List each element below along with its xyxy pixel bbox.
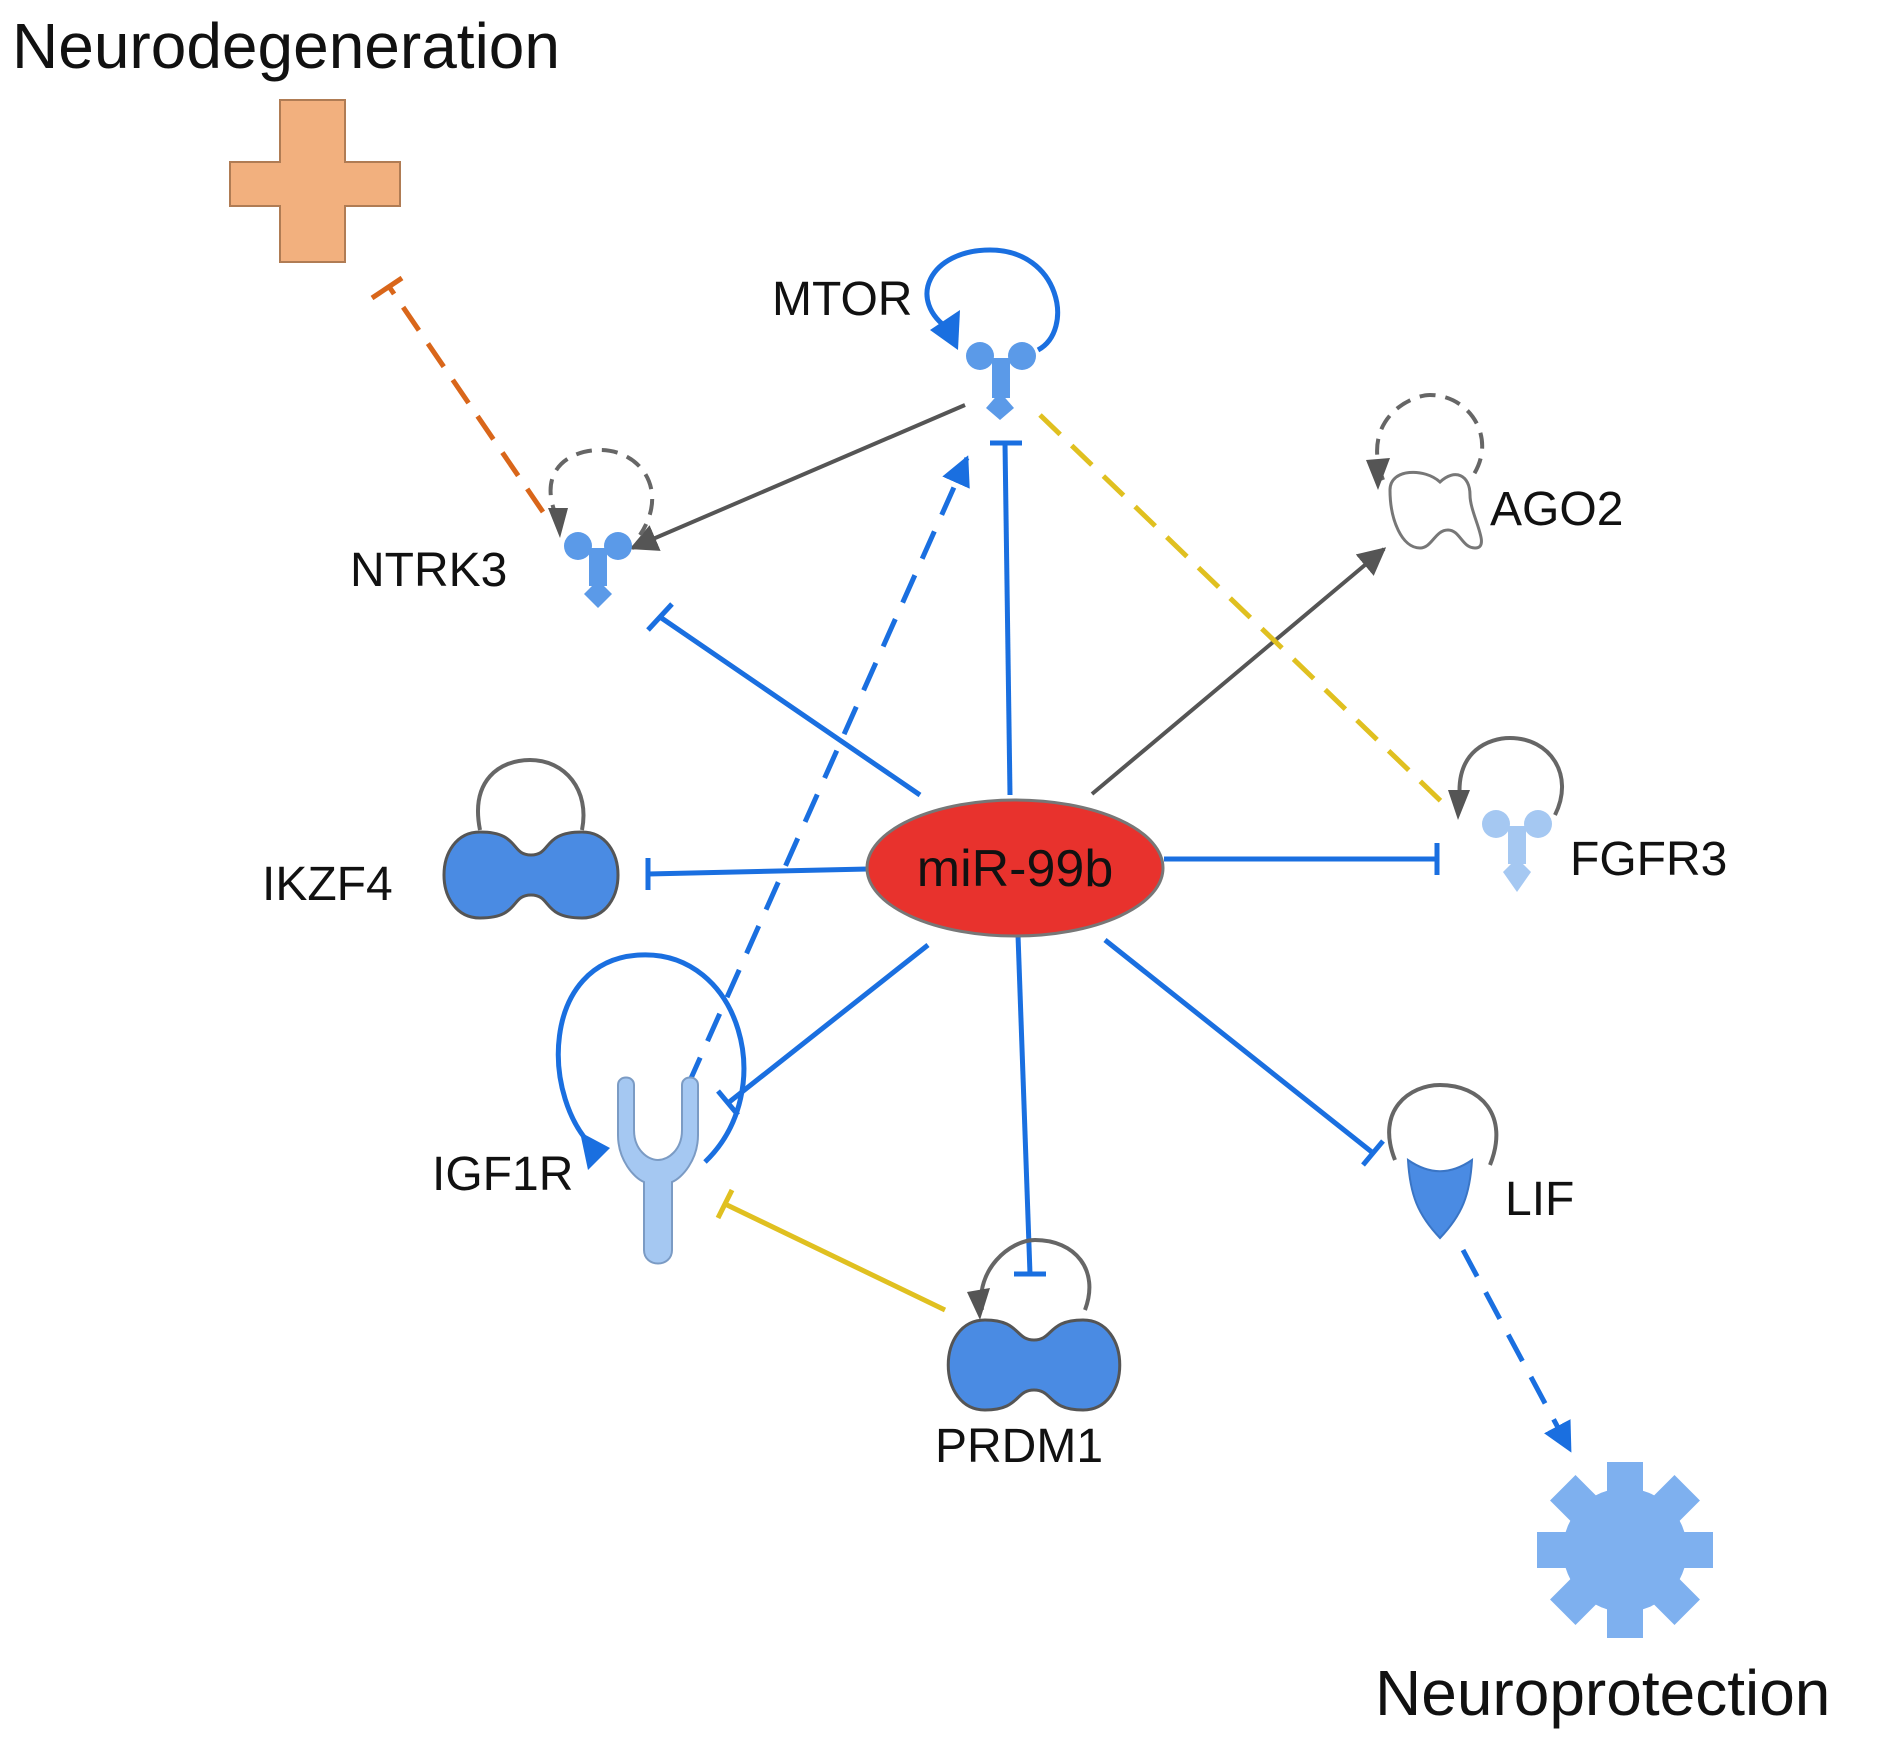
fgfr3-node — [1482, 810, 1552, 892]
prdm1-label: PRDM1 — [935, 1420, 1103, 1473]
edge-mir99b-igf1r — [726, 943, 930, 1105]
self-loop-mtor-arrow — [930, 310, 960, 350]
mtor-label: MTOR — [772, 273, 912, 326]
self-loop-mtor — [924, 247, 1061, 353]
edge-mtor-ntrk3 — [629, 403, 966, 551]
lif-node — [1406, 1158, 1474, 1240]
ago2-label: AGO2 — [1490, 483, 1623, 536]
self-loop-igf1r-arrow — [580, 1132, 610, 1170]
igf1r-label: IGF1R — [432, 1148, 573, 1201]
edge-mir99b-ntrk3-bar — [646, 602, 674, 632]
ago2-node — [1388, 470, 1483, 550]
self-loop-ago2-arrow — [1366, 458, 1390, 490]
self-loop-ntrk3 — [548, 447, 655, 537]
edge-mtor-fgfr3 — [1038, 413, 1450, 810]
edge-mir99b-ikzf4 — [647, 866, 869, 877]
edge-prdm1-igf1r-bar — [715, 1188, 735, 1220]
prdm1-node — [946, 1318, 1122, 1412]
edge-prdm1-igf1r — [723, 1201, 947, 1313]
neurodegeneration-node — [229, 99, 401, 263]
mtor-node — [966, 342, 1036, 420]
edge-mir99b-mtor — [1002, 442, 1013, 796]
self-loop-ntrk3-arrow — [548, 508, 568, 538]
self-loop-fgfr3 — [1457, 735, 1565, 816]
edge-igf1r-mtor — [685, 455, 970, 1087]
self-loop-lif — [1387, 1082, 1499, 1166]
self-loop-ikzf4 — [476, 757, 586, 831]
self-loop-fgfr3-arrow — [1448, 790, 1470, 820]
edge-mir99b-ago2 — [1090, 547, 1387, 796]
mir99b-node — [865, 798, 1165, 938]
ntrk3-node — [564, 532, 632, 608]
edge-ntrk3-neurodegeneration — [387, 286, 546, 514]
edge-mir99b-prdm1 — [1015, 934, 1033, 1275]
edge-mir99b-lif-bar — [1361, 1139, 1385, 1167]
edge-mir99b-ntrk3 — [658, 614, 922, 798]
neuroprotection-label: Neuroprotection — [1375, 1657, 1830, 1729]
ntrk3-label: NTRK3 — [350, 544, 507, 597]
neurodegeneration-label: Neurodegeneration — [12, 10, 560, 82]
nodes: Neurodegeneration MTOR NTRK3 AGO2 IKZF4 … — [12, 10, 1830, 1729]
lif-label: LIF — [1505, 1173, 1574, 1226]
self-loops — [476, 247, 1565, 1320]
edge-lif-neuroprotection — [1460, 1248, 1573, 1453]
ikzf4-label: IKZF4 — [262, 858, 393, 911]
fgfr3-label: FGFR3 — [1570, 833, 1727, 886]
edges — [370, 275, 1573, 1453]
edge-ntrk3-neurodegeneration-bar — [370, 275, 404, 301]
self-loop-igf1r — [555, 952, 747, 1164]
self-loop-ago2 — [1375, 392, 1485, 482]
edge-mir99b-lif — [1103, 938, 1375, 1155]
mir99b-label: miR-99b — [917, 840, 1114, 898]
neuroprotection-node — [1537, 1462, 1713, 1638]
self-loop-prdm1 — [979, 1237, 1092, 1311]
self-loop-prdm1-arrow — [967, 1288, 990, 1320]
igf1r-node — [617, 1076, 699, 1265]
ikzf4-node — [442, 830, 620, 920]
